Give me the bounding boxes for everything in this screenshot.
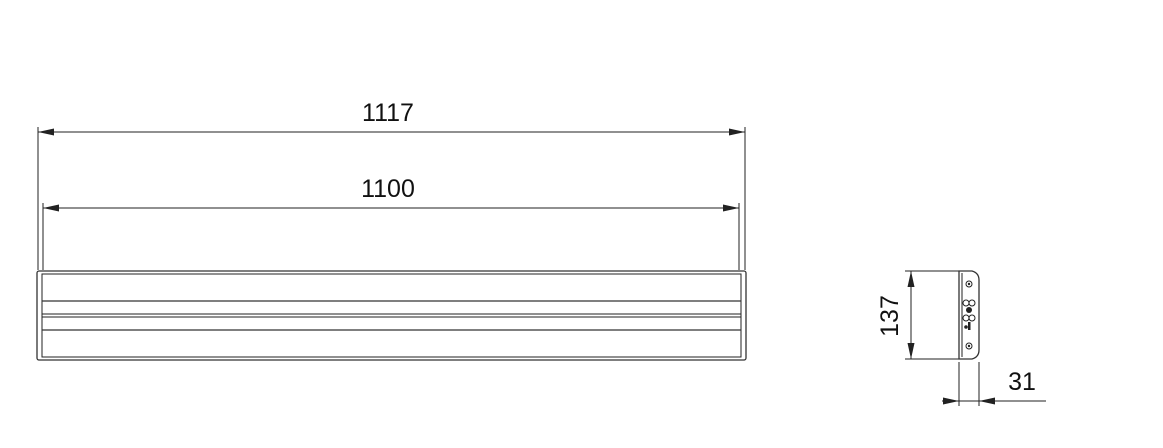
overall-arrow-left	[38, 128, 54, 136]
top-screw-center-icon	[967, 282, 971, 286]
profile-body	[36, 270, 747, 361]
depth-label: 31	[1008, 368, 1036, 396]
front-view: 1117 1100	[36, 99, 747, 361]
side-view: 137 31	[876, 270, 1046, 406]
bottom-screw-hole-icon	[965, 342, 973, 350]
height-arrow-bottom	[907, 343, 915, 359]
overall-arrow-right	[729, 128, 745, 136]
inner-length-dimension: 1100	[42, 175, 740, 270]
inner-length-label: 1100	[361, 175, 415, 203]
connector-detail-icon	[962, 299, 976, 330]
depth-dimension: 31	[942, 362, 1046, 406]
end-cap	[958, 270, 980, 360]
depth-arrow-left	[943, 397, 959, 405]
profile-outline	[36, 270, 747, 361]
height-label: 137	[876, 295, 904, 337]
depth-arrow-right	[979, 397, 995, 405]
top-screw-hole-icon	[965, 280, 973, 288]
overall-length-dimension: 1117	[37, 99, 746, 270]
overall-length-label: 1117	[362, 99, 414, 127]
height-dimension: 137	[876, 270, 960, 360]
bottom-screw-center-icon	[967, 344, 971, 348]
profile-inner-outline	[41, 273, 742, 358]
inner-arrow-left	[43, 204, 59, 212]
inner-arrow-right	[723, 204, 739, 212]
height-arrow-top	[907, 271, 915, 287]
end-cap-outline	[958, 270, 980, 360]
